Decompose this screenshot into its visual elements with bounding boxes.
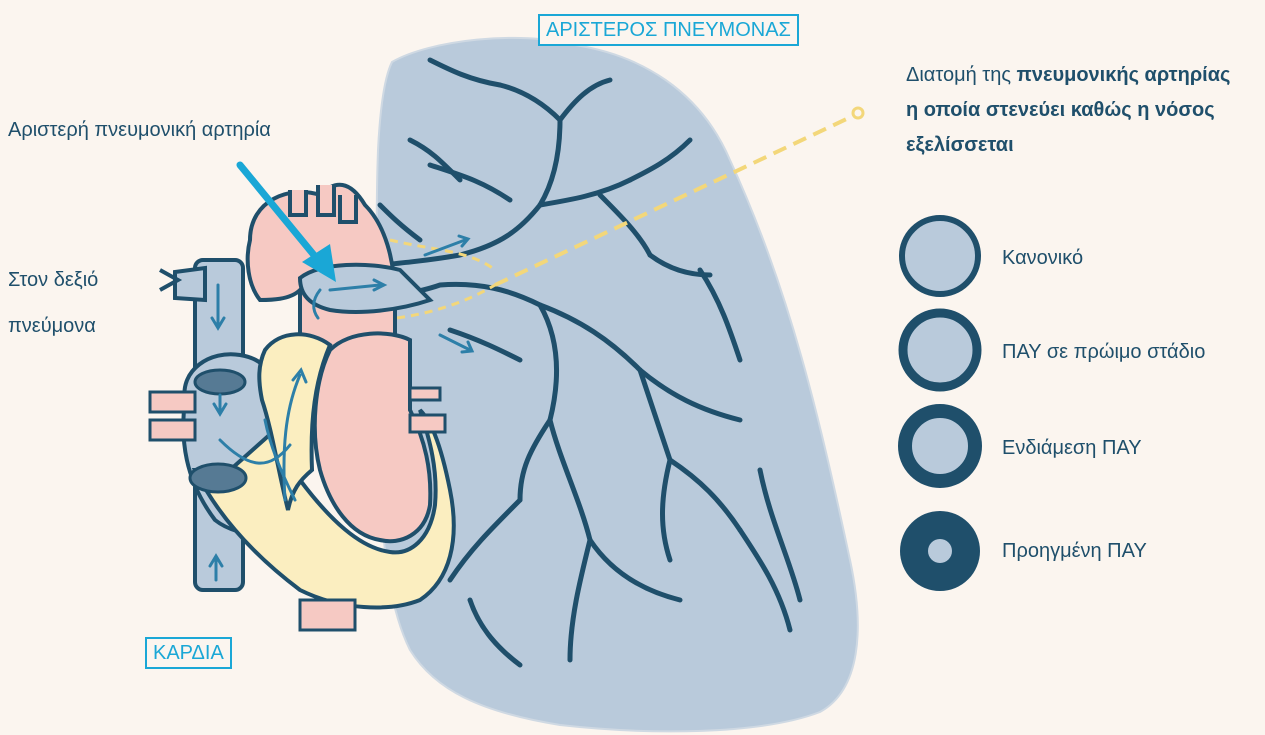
to-right-lung-label-1: Στον δεξιό (8, 266, 98, 294)
legend-title: Διατομή της πνευμονικής αρτηρίας η οποία… (906, 58, 1236, 163)
legend-item-label: Κανονικό (1002, 244, 1083, 272)
heart-label: ΚΑΡΔΙΑ (145, 637, 232, 669)
legend-item-intermediate: Ενδιάμεση ΠΑΥ (900, 408, 1260, 488)
legend-item-label: Ενδιάμεση ΠΑΥ (1002, 434, 1142, 462)
legend-title-prefix: Διατομή της (906, 64, 1017, 86)
valve (190, 464, 246, 492)
valve (195, 370, 245, 394)
legend-item-label: ΠΑΥ σε πρώιμο στάδιο (1002, 338, 1205, 366)
legend-item-advanced: Προηγμένη ΠΑΥ (900, 511, 1260, 591)
to-right-lung-label-2: πνεύμονα (8, 312, 96, 340)
left-pulmonary-artery-label: Αριστερή πνευμονική αρτηρία (8, 116, 271, 144)
legend-item-label: Προηγμένη ΠΑΥ (1002, 537, 1147, 565)
legend-item-normal: Κανονικό (900, 218, 1260, 298)
legend-item-early: ΠΑΥ σε πρώιμο στάδιο (900, 312, 1260, 392)
left-lung-shape (377, 38, 858, 732)
left-lung-label: ΑΡΙΣΤΕΡΟΣ ΠΝΕΥΜΟΝΑΣ (538, 14, 799, 46)
